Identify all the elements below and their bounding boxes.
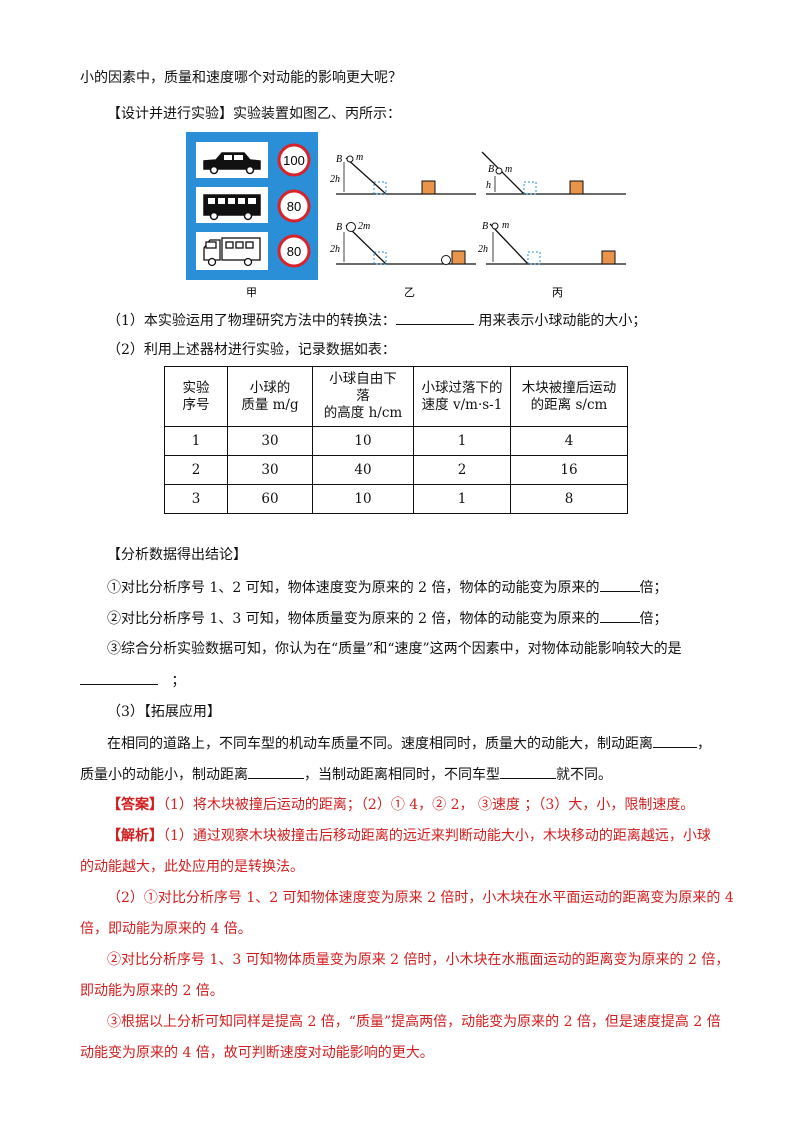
table-cell: 8 — [510, 484, 628, 514]
apply-blank-2[interactable] — [248, 764, 304, 779]
analysis-3: ③综合分析实验数据可知，你认为在“质量”和“速度”这两个因素中，对物体动能影响较… — [107, 641, 682, 657]
analysis-1: ①对比分析序号 1、2 可知，物体速度变为原来的 2 倍，物体的动能变为原来的 倍… — [107, 577, 668, 598]
svg-text:B: B — [336, 154, 342, 165]
setup-bing-bottom: B m 2h — [478, 220, 626, 265]
question-3: （3）【拓展应用】 — [107, 704, 221, 720]
setup-yi-top: B m 2h — [330, 152, 476, 195]
question-1: （1）本实验运用了物理研究方法中的转换法： 用来表示小球动能的大小； — [107, 310, 646, 331]
car-icon — [203, 152, 261, 175]
intro-line: 小的因素中，质量和速度哪个对动能的影响更大呢？ — [80, 70, 402, 86]
caption-yi: 乙 — [404, 286, 415, 299]
explain-line-5: ②对比分析序号 1、3 可知物体质量变为原来 2 倍时，小木块在水瓶面运动的距离… — [107, 952, 730, 968]
apply-l2a: 质量小的动能小，制动距离 — [80, 767, 248, 783]
explain-p1a: （1）通过观察木块被撞击后移动距离的远近来判断动能大小，木块移动的距离越远，小球 — [163, 828, 711, 844]
setup-bing-top: B m h — [481, 151, 626, 195]
q1-suffix: 用来表示小球动能的大小； — [478, 313, 647, 329]
a1-blank[interactable] — [599, 577, 640, 592]
explain-tag: 【解析】 — [107, 828, 163, 844]
table-cell: 30 — [227, 455, 313, 485]
setup-yi-bottom: B 2m 2h — [330, 221, 476, 265]
q1-prefix: （1）本实验运用了物理研究方法中的转换法： — [107, 313, 396, 329]
svg-text:m: m — [505, 164, 512, 175]
svg-text:2h: 2h — [330, 174, 340, 185]
table-row: 1 30 10 1 4 — [164, 426, 628, 456]
table-cell: 1 — [413, 484, 511, 514]
header-distance: 木块被撞后运动的距离 s/cm — [510, 366, 628, 427]
a2-suffix: 倍； — [639, 611, 668, 627]
data-table: 实验序号 小球的质量 m/g 小球自由下落的高度 h/cm 小球过落下的速度 v… — [164, 366, 628, 514]
apply-l1: 在相同的道路上，不同车型的机动车质量不同。速度相同时，质量大的动能大，制动距离 — [107, 736, 653, 752]
caption-jia: 甲 — [246, 286, 257, 299]
speed-limit-sign-2: 80 — [277, 189, 311, 223]
a3-end: ； — [171, 673, 186, 689]
explain-line-6: 即动能为原来的 2 倍。 — [80, 983, 224, 999]
header-index: 实验序号 — [164, 366, 228, 427]
apply-line-2: 质量小的动能小，制动距离 ，当制动距离相同时，不同车型 就不同。 — [80, 764, 612, 785]
speed-limit-sign-1: 100 — [277, 143, 311, 177]
svg-text:B: B — [482, 221, 488, 232]
answer-tag: 【答案】 — [107, 797, 163, 813]
table-cell: 2 — [413, 455, 511, 485]
table-cell: 1 — [413, 426, 511, 456]
answer-line: 【答案】（1）将木块被撞后运动的距离；（2）① 4，② 2， ③速度 ；（3）大… — [107, 795, 694, 815]
traffic-sign-panel: 100 80 80 — [186, 132, 318, 280]
q1-blank[interactable] — [395, 310, 474, 325]
explain-line-8: 动能变为原来的 4 倍，故可判断速度对动能影响的更大。 — [80, 1045, 434, 1061]
svg-text:m: m — [502, 220, 509, 231]
table-cell: 40 — [312, 455, 414, 485]
a3-blank[interactable] — [80, 670, 158, 685]
svg-text:B: B — [488, 164, 494, 175]
a2-prefix: ②对比分析序号 1、3 可知，物体质量变为原来的 2 倍，物体的动能变为原来的 — [107, 611, 600, 627]
svg-text:2h: 2h — [478, 244, 488, 255]
a1-suffix: 倍； — [639, 580, 668, 596]
svg-text:2h: 2h — [330, 244, 340, 255]
header-mass: 小球的质量 m/g — [227, 366, 313, 427]
svg-text:80: 80 — [287, 199, 301, 214]
table-cell: 1 — [164, 426, 228, 456]
apply-blank-3[interactable] — [500, 764, 556, 779]
table-cell: 60 — [227, 484, 313, 514]
table-header-row: 实验序号 小球的质量 m/g 小球自由下落的高度 h/cm 小球过落下的速度 v… — [164, 366, 628, 427]
question-2: （2）利用上述器材进行实验，记录数据如表： — [107, 342, 396, 358]
analysis-3-end: ； — [80, 670, 185, 691]
table-row: 2 30 40 2 16 — [164, 455, 628, 485]
experiment-figure: 100 80 80 B m 2h B 2m 2h — [186, 132, 626, 299]
a1-prefix: ①对比分析序号 1、2 可知，物体速度变为原来的 2 倍，物体的动能变为原来的 — [107, 580, 600, 596]
apply-l2b: ，当制动距离相同时，不同车型 — [304, 767, 500, 783]
speed-limit-sign-3: 80 — [277, 234, 311, 268]
apply-blank-1[interactable] — [653, 733, 697, 748]
svg-text:2m: 2m — [358, 221, 370, 232]
svg-text:m: m — [356, 152, 363, 163]
explain-line-1: 【解析】（1）通过观察木块被撞击后移动距离的远近来判断动能大小，木块移动的距离越… — [107, 826, 711, 846]
table-cell: 30 — [227, 426, 313, 456]
analysis-2: ②对比分析序号 1、3 可知，物体质量变为原来的 2 倍，物体的动能变为原来的 倍… — [107, 608, 668, 629]
answer-text: （1）将木块被撞后运动的距离；（2）① 4，② 2， ③速度 ；（3）大，小，限… — [163, 797, 695, 813]
svg-text:h: h — [486, 180, 491, 191]
a2-blank[interactable] — [599, 608, 640, 623]
table-cell: 3 — [164, 484, 228, 514]
table-cell: 10 — [312, 426, 414, 456]
truck-icon — [203, 237, 261, 267]
svg-text:80: 80 — [287, 244, 301, 259]
table-cell: 16 — [510, 455, 628, 485]
apply-l2c: 就不同。 — [556, 767, 612, 783]
explain-line-3: （2）①对比分析序号 1、2 可知物体速度变为原来 2 倍时，小木块在水平面运动… — [107, 890, 734, 906]
svg-text:B: B — [336, 222, 342, 233]
explain-line-7: ③根据以上分析可知同样是提高 2 倍，“质量”提高两倍，动能变为原来的 2 倍，… — [107, 1014, 721, 1030]
bus-icon — [203, 194, 261, 221]
caption-bing: 丙 — [552, 286, 563, 299]
table-row: 3 60 10 1 8 — [164, 484, 628, 514]
table-cell: 4 — [510, 426, 628, 456]
apply-l1-end: ， — [697, 736, 711, 752]
explain-line-2: 的动能越大，此处应用的是转换法。 — [80, 859, 304, 875]
header-speed: 小球过落下的速度 v/m·s-1 — [413, 366, 511, 427]
analysis-title: 【分析数据得出结论】 — [107, 547, 247, 563]
header-height: 小球自由下落的高度 h/cm — [312, 366, 414, 427]
svg-text:100: 100 — [283, 153, 305, 168]
design-line: 【设计并进行实验】实验装置如图乙、丙所示： — [107, 106, 401, 122]
explain-line-4: 倍，即动能为原来的 4 倍。 — [80, 921, 252, 937]
table-cell: 2 — [164, 455, 228, 485]
table-cell: 10 — [312, 484, 414, 514]
apply-line-1: 在相同的道路上，不同车型的机动车质量不同。速度相同时，质量大的动能大，制动距离 ， — [107, 733, 711, 754]
